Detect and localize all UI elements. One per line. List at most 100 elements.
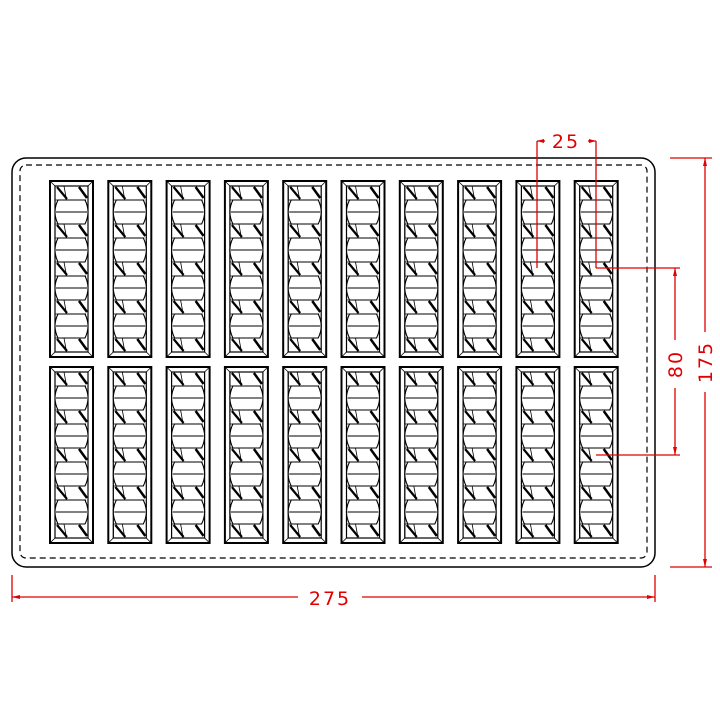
pocket-hatch [136, 372, 147, 385]
plate-inner-dashed-outline [19, 164, 648, 559]
pocket-hatch [486, 524, 497, 537]
pocket-hatch [172, 410, 185, 424]
pocket-facet [521, 337, 534, 353]
height-dimension-label: 175 [695, 341, 717, 383]
cavity-corner-line [262, 351, 269, 358]
cavity-outline [398, 180, 444, 358]
pocket-hatch [369, 448, 380, 461]
pocket-hatch [311, 300, 322, 313]
cavity-corner-line [320, 366, 327, 373]
pocket-hatch [77, 262, 89, 275]
cavity-corner-line [282, 366, 289, 373]
pocket-hatch [522, 224, 535, 238]
cavity-outline [223, 180, 269, 358]
cavity-corner-line [224, 366, 231, 373]
pocket-hatch [369, 372, 380, 385]
pocket-hatch [347, 186, 360, 200]
cavity-corner-line [204, 537, 210, 544]
pocket-hatch [289, 186, 302, 200]
pocket-hatch [114, 300, 127, 314]
pocket-hatch [464, 262, 476, 276]
pocket-hatch [522, 372, 535, 386]
pocket-hatch [77, 372, 89, 385]
cavity-corner-line [341, 351, 347, 358]
pocket-hatch [252, 410, 263, 423]
pocket-hatch [252, 448, 263, 461]
pocket-facet [346, 337, 359, 353]
pocket-hatch [580, 186, 593, 200]
pocket-facet [112, 337, 126, 353]
cavity [340, 180, 386, 358]
pocket-hatch [580, 410, 593, 424]
pocket-hatch [580, 224, 593, 238]
arrow [673, 268, 677, 276]
cavity-corner-line [166, 351, 172, 358]
cavity-corner-line [516, 537, 522, 544]
cavity-outline [165, 366, 211, 544]
pocket-hatch [289, 372, 302, 386]
cavity-corner-line [399, 180, 406, 187]
pocket-hatch [369, 300, 380, 313]
pocket-hatch [194, 372, 205, 385]
pocket-hatch [114, 448, 127, 462]
cavity-corner-line [516, 351, 522, 358]
pocket-hatch [347, 262, 360, 276]
pocket-hatch [580, 448, 593, 462]
cavity-corner-line [457, 537, 464, 544]
pocket-hatch [405, 300, 418, 314]
cavity-corner-line [49, 537, 56, 544]
pocket-hatch [114, 524, 127, 538]
cavity-corner-line [554, 351, 560, 358]
pocket-hatch [114, 372, 127, 386]
cavity-corner-line [437, 537, 444, 544]
pocket-hatch [56, 300, 68, 314]
pocket-hatch [136, 448, 147, 461]
pocket-hatch [347, 524, 360, 538]
cavity-outline [107, 366, 153, 544]
pocket-hatch [231, 486, 243, 500]
cavity-corner-line [262, 366, 269, 373]
cavity-corner-line [146, 537, 152, 544]
arrow [703, 559, 707, 567]
pocket-hatch [369, 262, 380, 275]
cavity-corner-line [320, 537, 327, 544]
pocket-hatch [252, 262, 263, 275]
length-dimension-label: 80 [665, 350, 687, 378]
pocket-hatch [405, 224, 418, 238]
cavity-corner-line [379, 366, 385, 373]
pocket-hatch [544, 524, 555, 537]
pocket-hatch [522, 486, 535, 500]
pocket-hatch [56, 448, 68, 462]
cavity [165, 180, 211, 358]
cavity-corner-line [282, 537, 289, 544]
arrow [703, 158, 707, 166]
cavity-corner-line [341, 366, 347, 373]
pocket-hatch [405, 524, 418, 538]
cavity-corner-line [49, 366, 56, 373]
cavity-corner-line [108, 537, 114, 544]
cavity-corner-line [146, 180, 152, 187]
cavity-corner-line [457, 351, 464, 358]
pocket-hatch [194, 448, 205, 461]
pocket-hatch [405, 372, 418, 386]
pocket-hatch [347, 410, 360, 424]
cavity-corner-line [262, 537, 269, 544]
pocket-hatch [289, 338, 302, 352]
pocket-hatch [427, 300, 438, 313]
pocket-hatch [486, 338, 497, 351]
pocket-hatch [194, 262, 205, 275]
pocket-hatch [405, 486, 418, 500]
pocket-hatch [77, 186, 89, 199]
pocket-hatch [369, 524, 380, 537]
pocket-hatch [114, 262, 127, 276]
cavity-corner-line [341, 537, 347, 544]
pocket-hatch [602, 410, 613, 423]
cavity-corner-line [146, 366, 152, 373]
pocket-hatch [172, 486, 185, 500]
pocket-hatch [252, 224, 263, 237]
cavity-corner-line [379, 537, 385, 544]
pocket-hatch [464, 486, 476, 500]
arrow [673, 447, 677, 455]
cavity-corner-line [612, 537, 618, 544]
